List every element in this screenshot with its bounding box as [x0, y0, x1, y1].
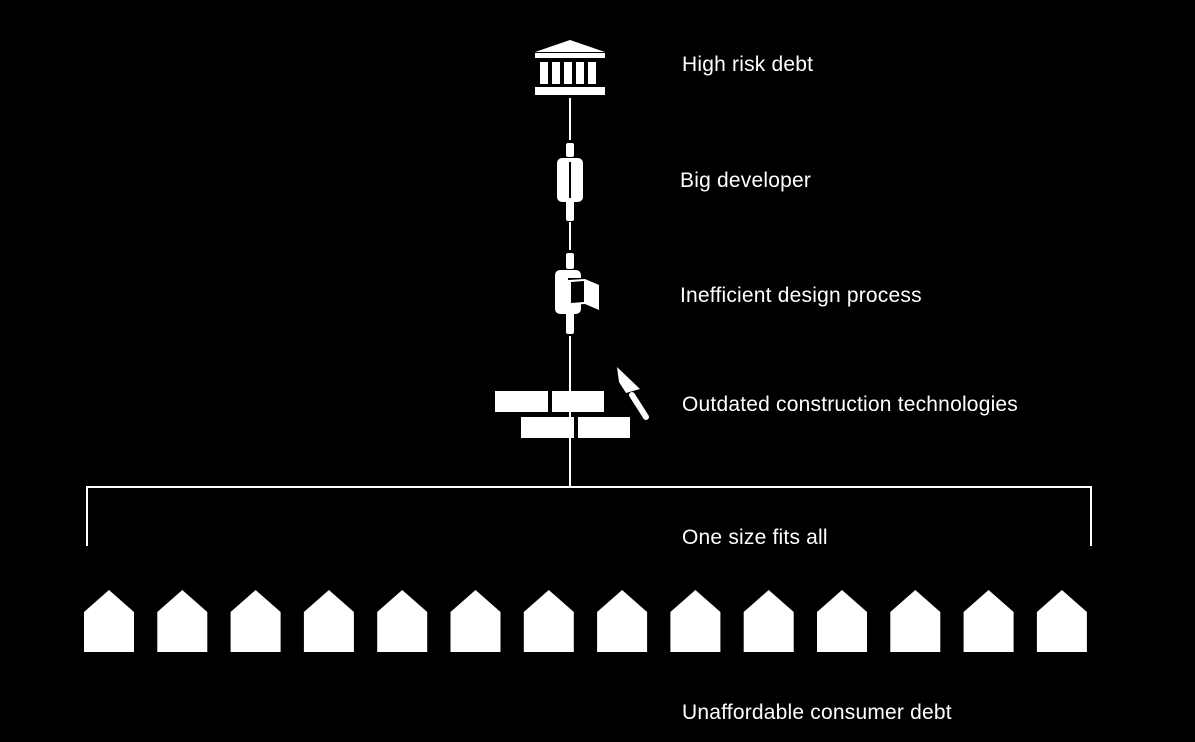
label-one-size: One size fits all	[682, 526, 828, 549]
house-icon	[597, 590, 648, 652]
house-icon	[670, 590, 721, 652]
house-icon	[963, 590, 1014, 652]
house-icon	[84, 590, 134, 652]
label-outdated-construction: Outdated construction technologies	[682, 393, 1019, 416]
house-icon	[377, 590, 428, 652]
label-high-risk-debt: High risk debt	[682, 53, 814, 76]
houses-row	[84, 590, 1087, 652]
house-icon	[817, 590, 867, 652]
house-icon	[303, 590, 354, 652]
label-inefficient-design: Inefficient design process	[680, 284, 922, 307]
designer-figure-icon	[555, 250, 599, 336]
house-icon	[890, 590, 941, 652]
label-big-developer: Big developer	[680, 169, 812, 192]
bank-icon	[535, 40, 605, 95]
house-icon	[523, 590, 574, 652]
house-icon	[157, 590, 208, 652]
house-icon	[1036, 590, 1087, 652]
bracket	[86, 486, 1092, 546]
house-icon	[743, 590, 794, 652]
developer-figure-icon	[557, 140, 583, 222]
label-unaffordable-debt: Unaffordable consumer debt	[682, 701, 952, 724]
bricks-icon	[495, 391, 630, 438]
house-icon	[230, 590, 281, 652]
house-icon	[450, 590, 501, 652]
trowel-icon	[617, 367, 649, 420]
